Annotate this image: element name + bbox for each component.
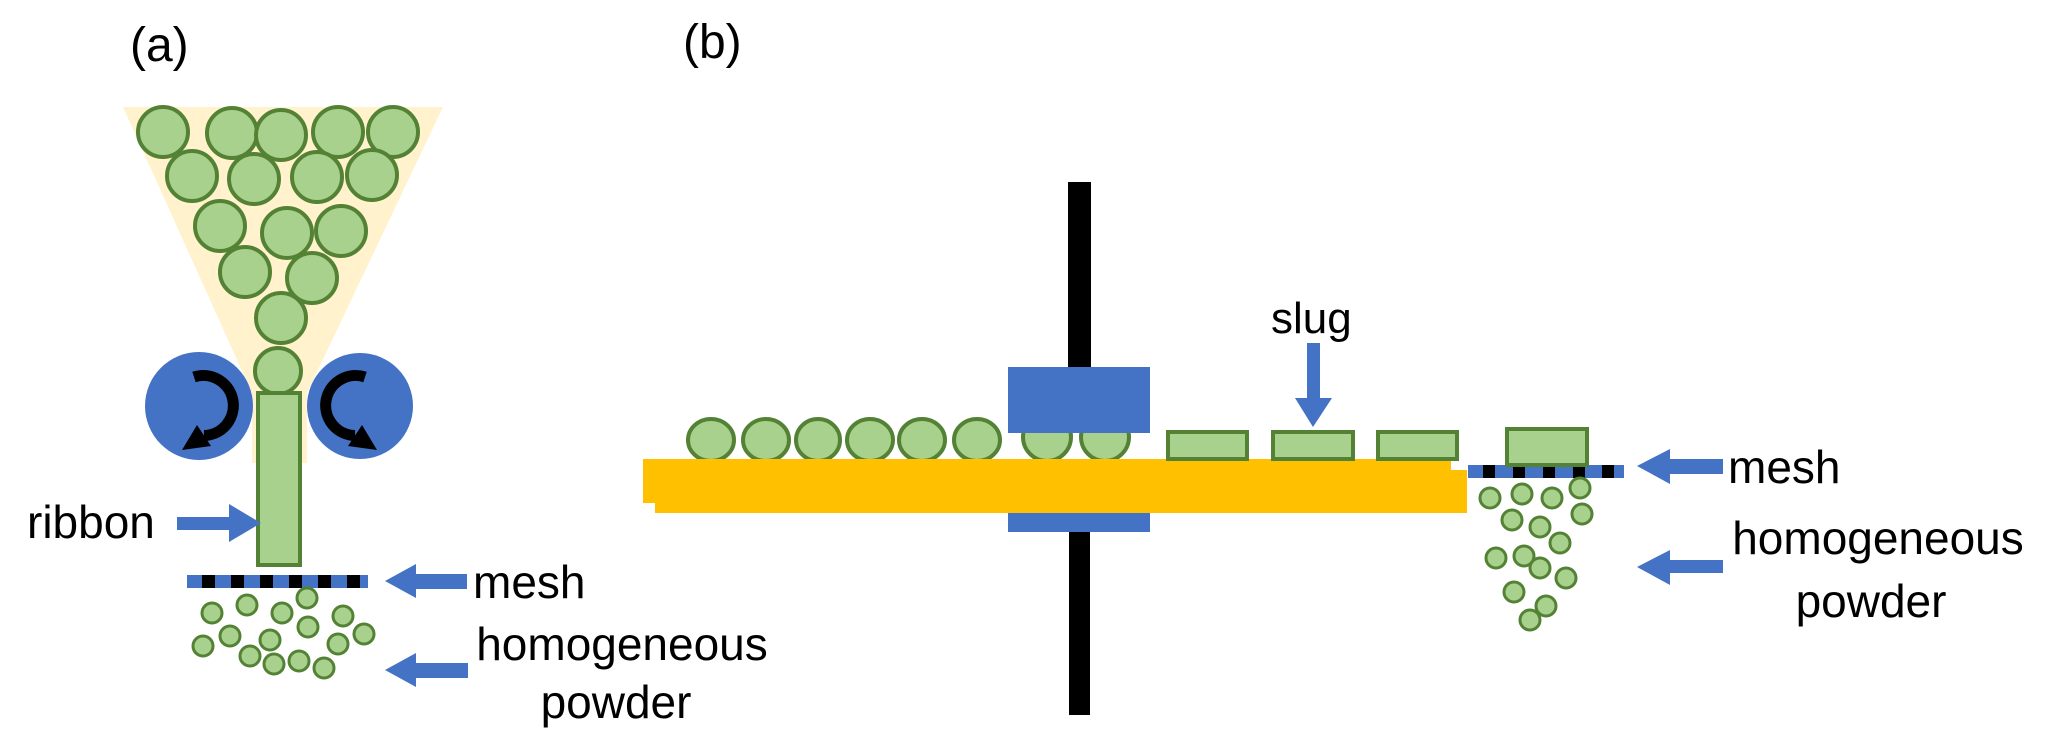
powder-label-b-line2: powder [1796,575,1947,627]
granule [345,148,399,202]
powder-label-a-line1: homogeneous [476,618,768,670]
slug-on-mesh [1505,427,1589,467]
granule [218,245,272,299]
powder-label-b-line1: homogeneous [1732,512,2024,564]
mesh-arrow-b-icon [1637,449,1723,484]
powder-cloud-a [191,586,376,680]
granule [136,105,190,159]
panel-b: (b) slug mesh homogeneous powder [643,16,2024,715]
panel-a-label: (a) [130,19,189,72]
ribbon-label: ribbon [27,496,155,548]
rotation-arrow-left-icon [182,370,239,450]
mesh-arrow-a-icon [385,564,467,598]
lower-punch-rod [1069,520,1090,715]
powder-arrow-b-icon [1637,550,1723,585]
slug-label: slug [1271,294,1352,343]
granule [290,150,344,204]
granule [254,108,308,162]
granule [311,105,365,159]
panel-b-label: (b) [683,16,742,69]
slug-2 [1271,430,1355,461]
mesh-label-b: mesh [1728,441,1840,493]
powder-label-a-line2: powder [541,676,692,728]
granule [794,417,842,463]
slug-1 [1166,430,1249,461]
granule [686,417,736,463]
granule [845,417,895,463]
granule [314,204,368,258]
granule [260,206,314,260]
granule [165,149,219,203]
granule [366,105,420,159]
panel-a: (a) ribbon mesh homogeneous powder [27,19,768,728]
die-table [643,459,1451,503]
mesh-a [187,575,368,588]
granule [897,417,947,463]
ribbon-shape [256,391,302,567]
mesh-label-a: mesh [473,556,585,608]
upper-punch-rod [1068,182,1091,368]
ribbon-arrow-icon [177,504,261,542]
powder-arrow-a-icon [385,653,468,687]
granule [205,106,259,160]
upper-punch [1008,367,1150,433]
granule [741,417,791,463]
granule [253,346,303,396]
granule [952,417,1002,463]
mesh-b [1468,465,1624,478]
granule [227,152,281,206]
slug-arrow-icon [1295,343,1332,427]
slug-3 [1376,430,1459,461]
granules-in-hopper [136,105,420,396]
powder-cloud-b [1478,476,1594,632]
granule [254,291,308,345]
granule [285,251,339,305]
rotation-arrow-right-icon [320,370,377,450]
granule [193,199,247,253]
